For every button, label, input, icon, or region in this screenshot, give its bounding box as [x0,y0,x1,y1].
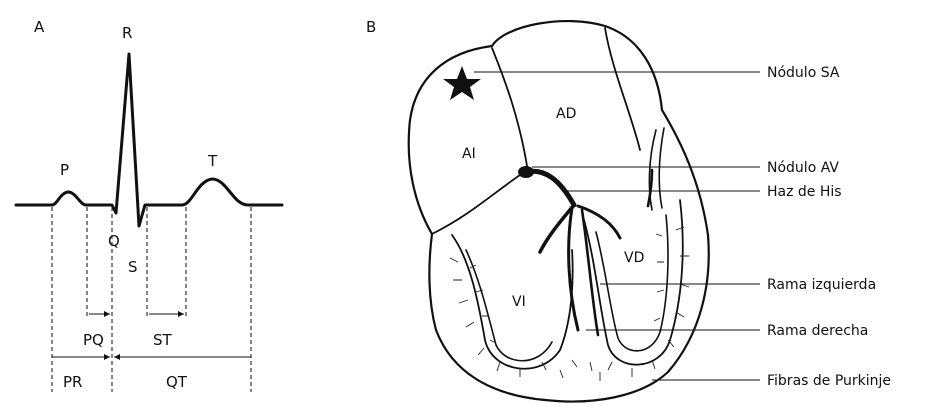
chamber-vd-label: VD [624,250,644,266]
panel-b-letter: B [366,18,376,36]
chamber-ai-label: AI [462,146,476,162]
interval-st-label: ST [153,331,173,349]
panel-a-letter: A [34,18,45,36]
interval-qt-label: QT [166,373,188,391]
pr-arrowhead [104,354,110,360]
st-arrowhead [178,311,184,317]
wave-t-label: T [207,152,218,170]
callout-purkinje: Fibras de Purkinje [767,373,891,389]
chamber-ad-label: AD [556,106,576,122]
callout-av-node: Nódulo AV [767,160,839,176]
wave-r-label: R [122,24,132,42]
heart-outline [409,21,709,401]
panel-a-ecg: A P Q R S T PQ ST PR QT [16,18,282,392]
his-bundle [526,171,574,205]
right-atrium-contour [605,28,640,150]
callout-right-branch: Rama derecha [767,323,868,339]
interval-pr-label: PR [63,373,82,391]
callout-left-branch: Rama izquierda [767,277,876,293]
callout-sa-node: Nódulo SA [767,65,840,81]
sa-node-star [443,66,481,100]
wave-s-label: S [128,258,138,276]
left-atrium-floor [432,175,520,234]
interval-pq-label: PQ [83,331,104,349]
wave-q-label: Q [108,232,120,250]
atrial-septum-line [492,48,528,172]
panel-b-heart: B AD AI [366,18,891,402]
chamber-vi-label: VI [512,294,526,310]
ecg-trace [16,54,282,226]
pq-arrowhead [104,311,110,317]
wave-p-label: P [60,161,69,179]
callout-his-bundle: Haz de His [767,184,842,200]
tricuspid-contour-inner [659,128,664,208]
qt-arrowhead [114,354,120,360]
